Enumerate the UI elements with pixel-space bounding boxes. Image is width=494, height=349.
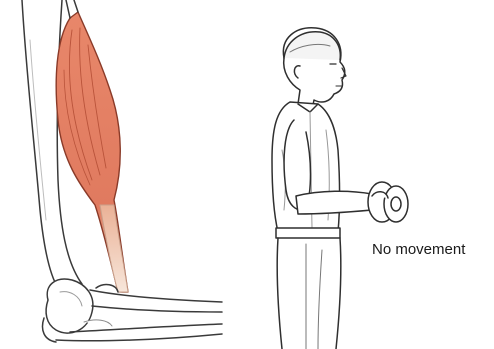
caption-no-movement: No movement xyxy=(372,241,465,258)
belt xyxy=(276,228,340,238)
forearm-bones xyxy=(43,279,223,342)
dumbbell-icon xyxy=(368,182,408,222)
person-figure xyxy=(272,28,408,349)
forearm xyxy=(296,191,372,214)
arm-anatomy xyxy=(22,0,222,342)
head xyxy=(283,28,346,110)
legs xyxy=(277,238,341,349)
